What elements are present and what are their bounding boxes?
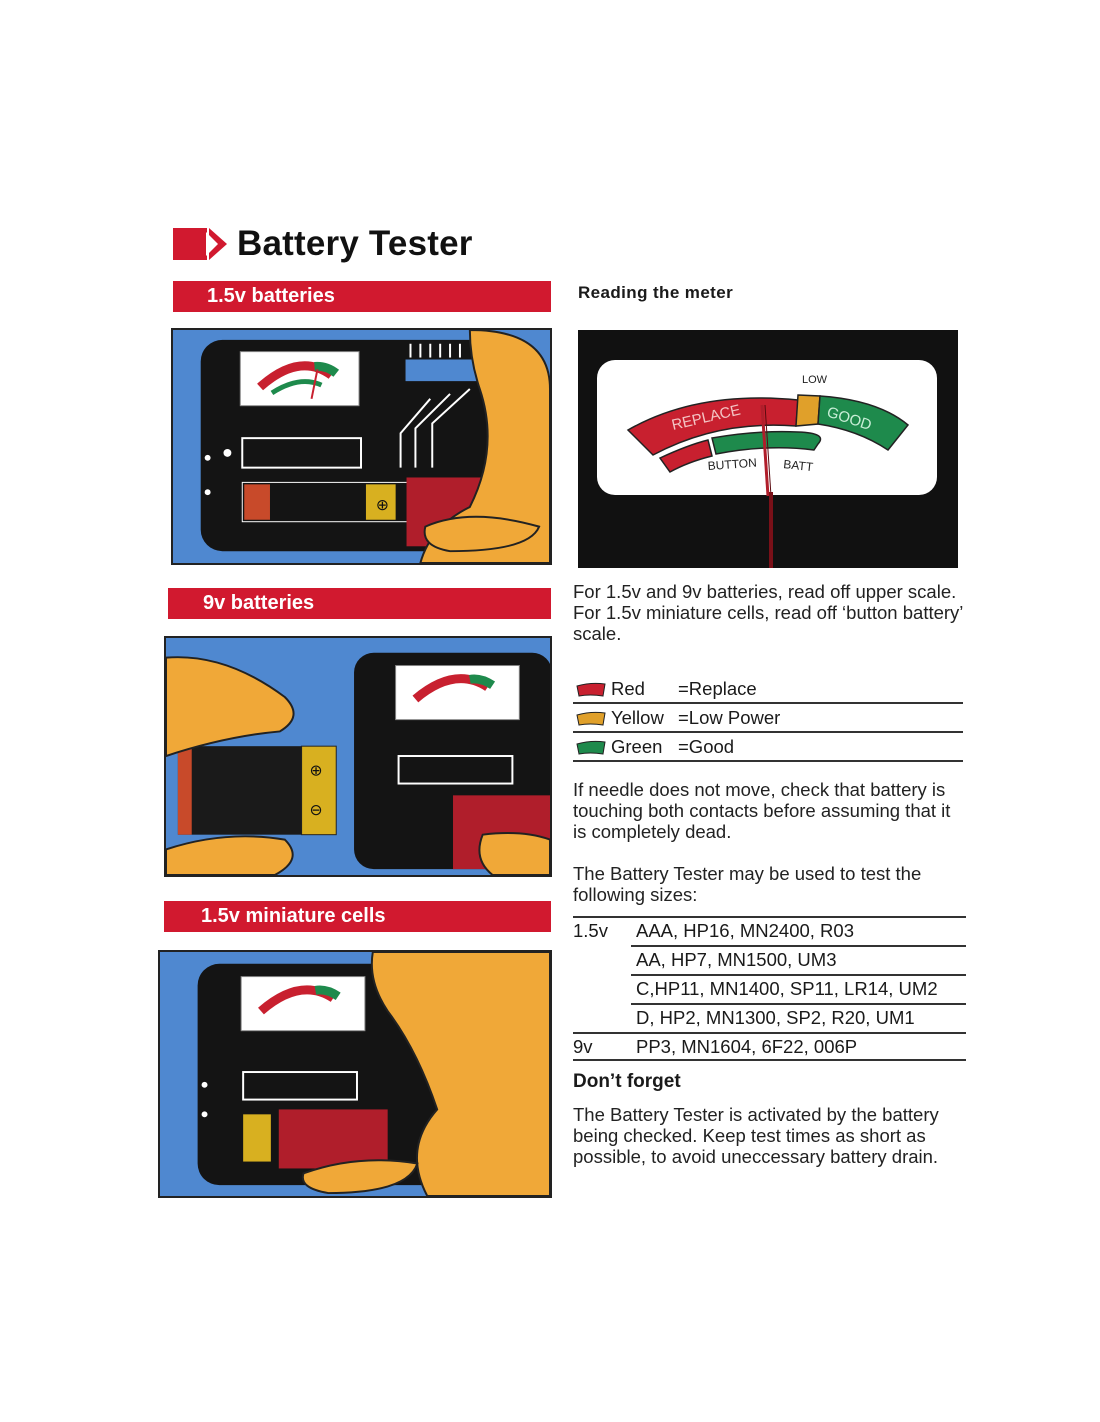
legend-color-name: Red bbox=[611, 678, 645, 699]
needle-note: If needle does not move, check that batt… bbox=[573, 779, 951, 842]
meter-label-low: LOW bbox=[802, 374, 828, 386]
green-swatch-icon bbox=[576, 740, 606, 755]
section-header-9v-batteries: 9v batteries bbox=[168, 588, 551, 619]
size-list: D, HP2, MN1300, SP2, R20, UM1 bbox=[636, 1007, 915, 1028]
battery-sizes-table: 1.5v AAA, HP16, MN2400, R03 AA, HP7, MN1… bbox=[573, 916, 966, 1061]
size-voltage: 9v bbox=[573, 1036, 593, 1057]
reading-instruction-button: For 1.5v miniature cells, read off ‘butt… bbox=[573, 602, 963, 644]
illustration-1-5v-battery: ⊕ bbox=[171, 328, 552, 565]
illustration-miniature-cells bbox=[158, 950, 552, 1198]
legend-row-green: Green =Good bbox=[573, 733, 963, 762]
yellow-swatch-icon bbox=[576, 711, 606, 726]
size-voltage: 1.5v bbox=[573, 920, 608, 941]
tester-device-illustration bbox=[160, 952, 550, 1196]
legend-row-yellow: Yellow =Low Power bbox=[573, 704, 963, 733]
size-list: AA, HP7, MN1500, UM3 bbox=[636, 949, 837, 970]
size-list: PP3, MN1604, 6F22, 006P bbox=[636, 1036, 858, 1057]
svg-text:⊕: ⊕ bbox=[376, 497, 389, 514]
legend-meaning: =Low Power bbox=[678, 707, 781, 728]
tester-device-illustration: ⊕ bbox=[173, 330, 550, 563]
meter-label-batt: BATT bbox=[783, 457, 815, 474]
sizes-intro: The Battery Tester may be used to test t… bbox=[573, 863, 922, 905]
arrow-bullet-icon bbox=[173, 228, 227, 260]
meter-dial: LOW REPLACE GOOD BUTTON BATT bbox=[578, 330, 958, 568]
reading-instruction-upper: For 1.5v and 9v batteries, read off uppe… bbox=[573, 581, 957, 602]
dont-forget-text: The Battery Tester is activated by the b… bbox=[573, 1104, 939, 1167]
svg-text:⊕: ⊕ bbox=[310, 763, 323, 780]
size-list: C,HP11, MN1400, SP11, LR14, UM2 bbox=[636, 978, 938, 999]
svg-text:⊖: ⊖ bbox=[310, 802, 323, 819]
color-legend: Red =Replace Yellow =Low Power Green =Go… bbox=[573, 675, 963, 762]
dont-forget-heading: Don’t forget bbox=[573, 1071, 681, 1092]
legend-meaning: =Good bbox=[678, 736, 735, 757]
meter-label-button: BUTTON bbox=[707, 456, 757, 473]
section-header-miniature-cells: 1.5v miniature cells bbox=[164, 901, 551, 932]
table-row: AA, HP7, MN1500, UM3 bbox=[631, 945, 966, 974]
reading-instructions: For 1.5v and 9v batteries, read off uppe… bbox=[573, 581, 963, 644]
red-swatch-icon bbox=[576, 682, 606, 697]
legend-color-name: Green bbox=[611, 736, 663, 757]
size-list: AAA, HP16, MN2400, R03 bbox=[636, 920, 854, 941]
legend-meaning: =Replace bbox=[678, 678, 757, 699]
legend-row-red: Red =Replace bbox=[573, 675, 963, 704]
table-row: D, HP2, MN1300, SP2, R20, UM1 bbox=[631, 1003, 966, 1032]
meter-figure: LOW REPLACE GOOD BUTTON BATT bbox=[578, 330, 958, 568]
tester-device-illustration: ⊕ ⊖ bbox=[166, 638, 550, 875]
meter-heading: Reading the meter bbox=[578, 283, 734, 302]
table-row: 9v PP3, MN1604, 6F22, 006P bbox=[573, 1032, 966, 1061]
table-row: 1.5v AAA, HP16, MN2400, R03 bbox=[573, 916, 966, 945]
page-title: Battery Tester bbox=[237, 224, 473, 263]
illustration-9v-battery: ⊕ ⊖ bbox=[164, 636, 552, 877]
legend-color-name: Yellow bbox=[611, 707, 664, 728]
section-header-1-5v-batteries: 1.5v batteries bbox=[173, 281, 551, 312]
table-row: C,HP11, MN1400, SP11, LR14, UM2 bbox=[631, 974, 966, 1003]
